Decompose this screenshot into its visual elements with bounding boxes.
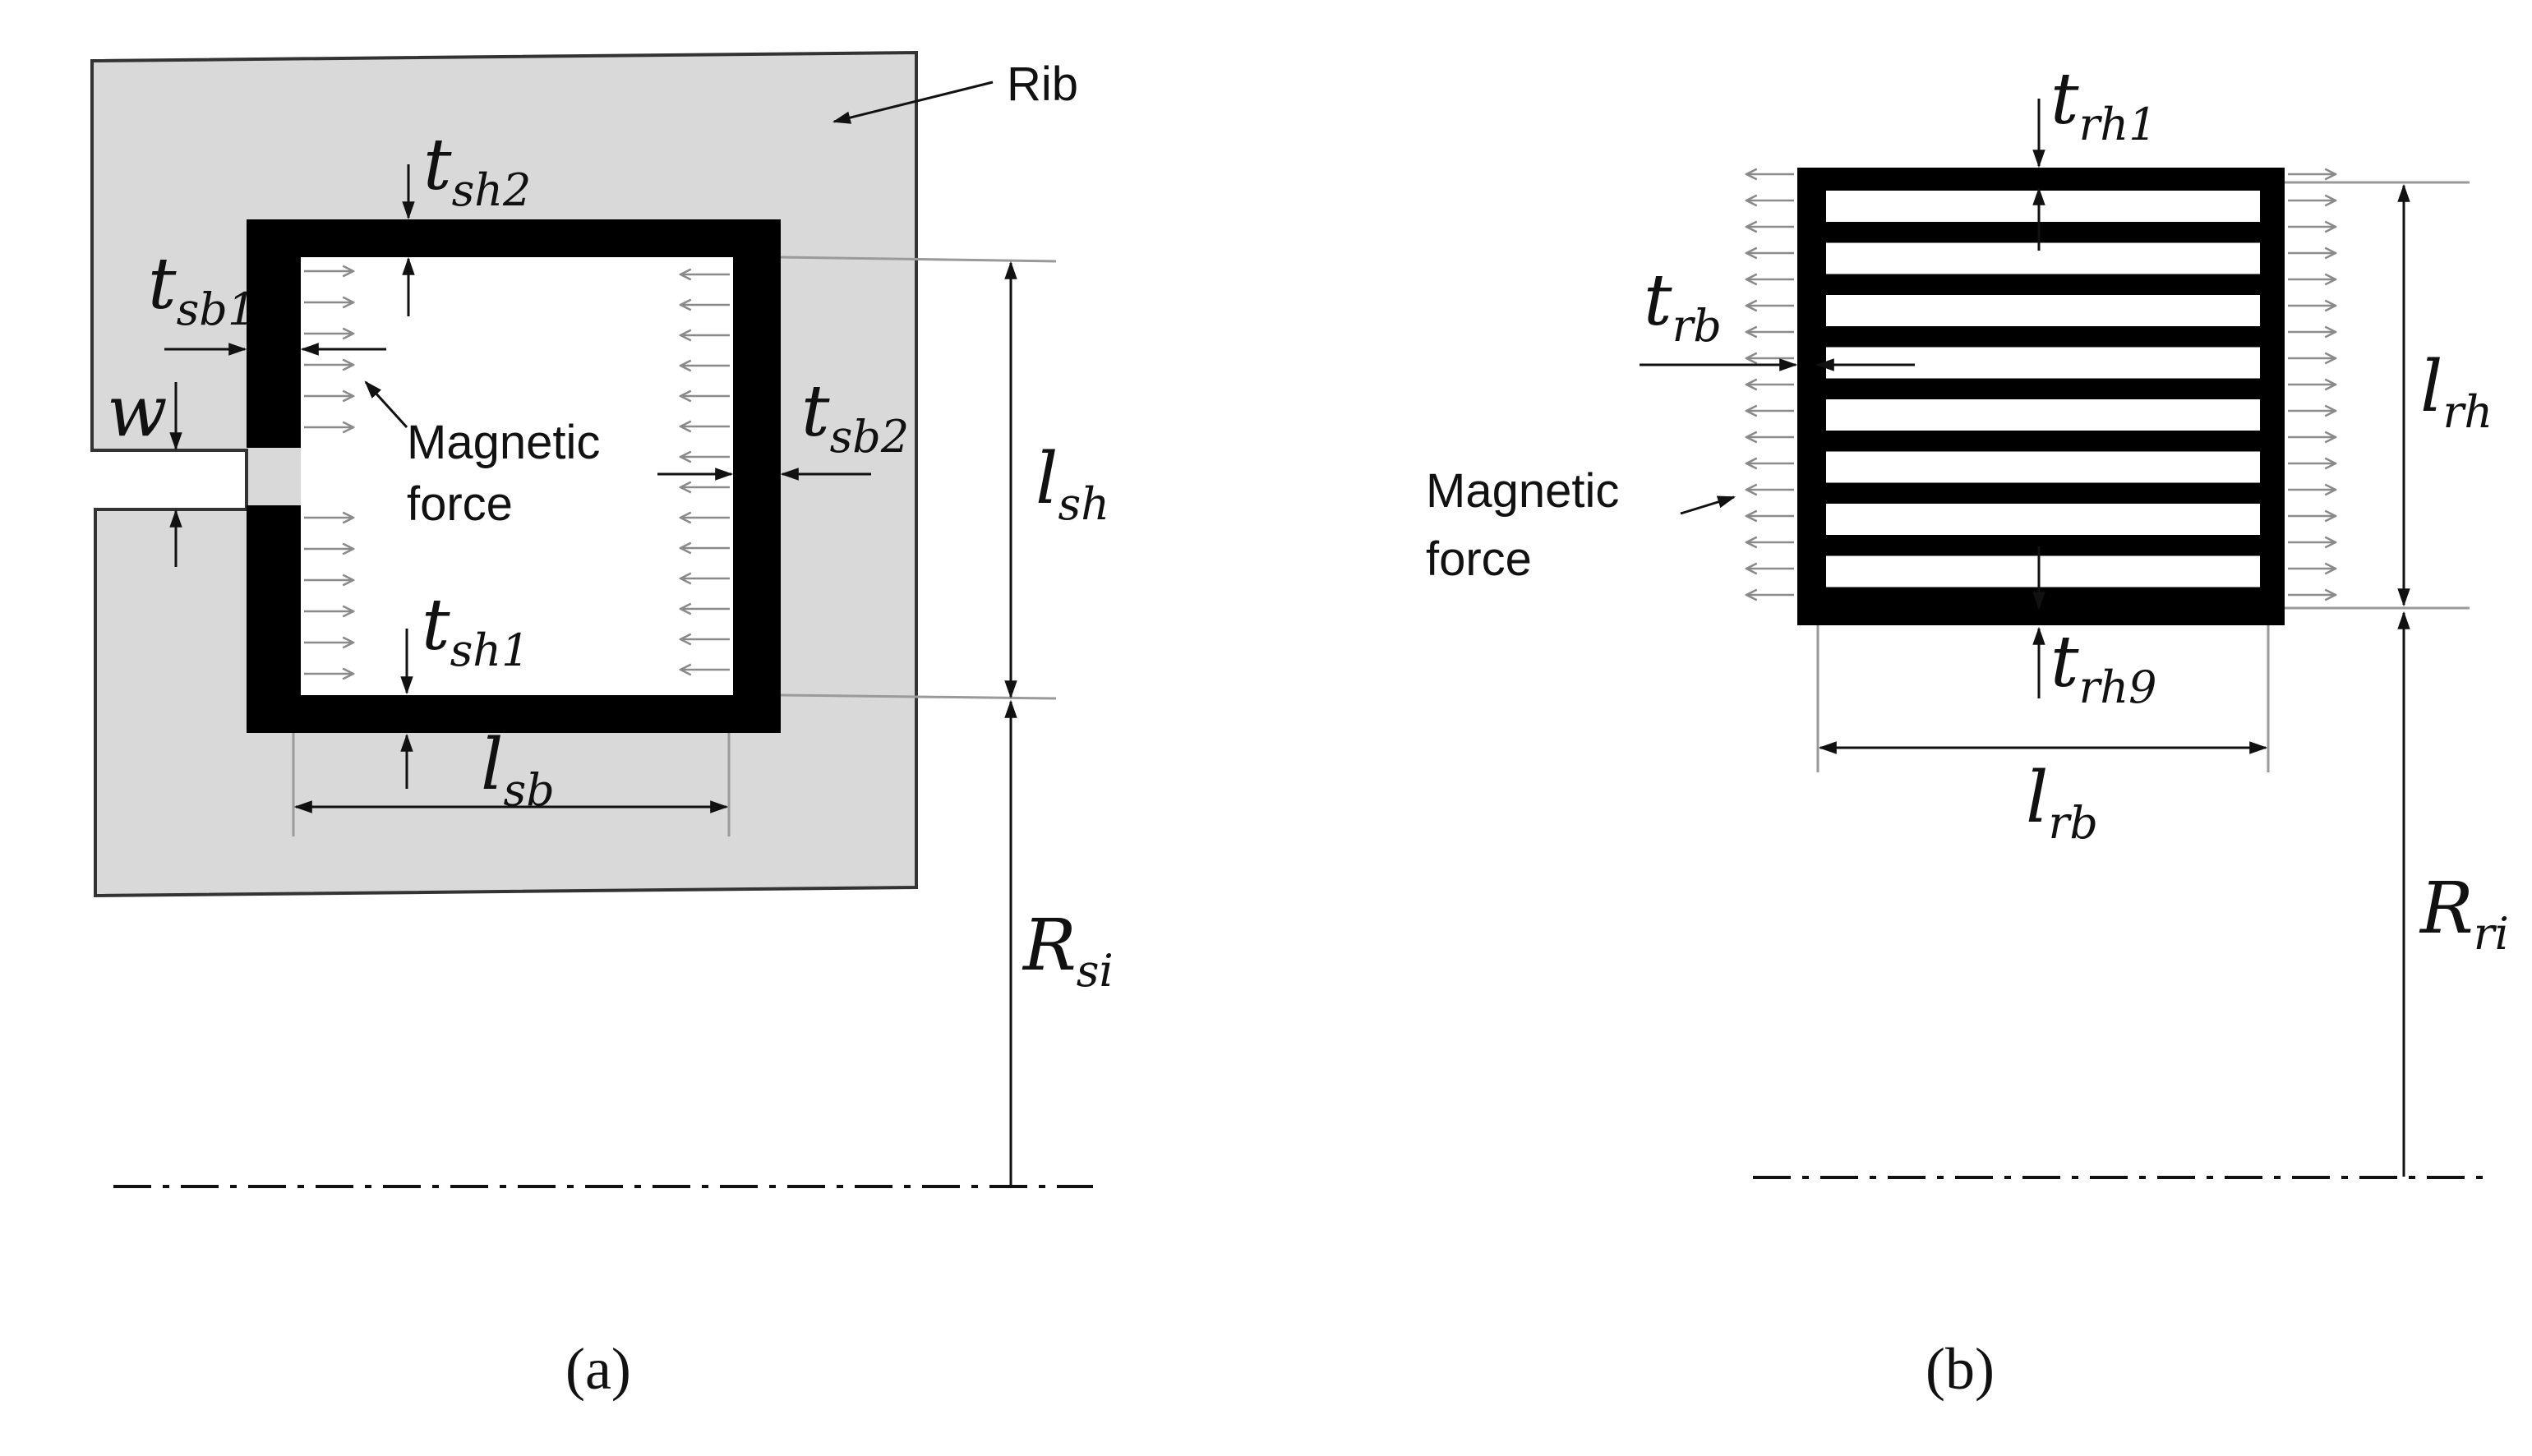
- r-ri-label: Rri: [2419, 868, 2509, 960]
- rib-label: Rib: [1007, 58, 1078, 111]
- magnetic-force-arrows-right: [680, 274, 730, 670]
- t-rh9-label: trh9: [2050, 621, 2157, 713]
- rotor-slot: [1826, 295, 2260, 326]
- t-sb1-label: tsb1: [148, 243, 256, 335]
- magnetic-force-arrows-left-bottom: [304, 518, 353, 674]
- caption-a: (a): [565, 1336, 631, 1402]
- t-sh2-label: tsh2: [423, 124, 531, 216]
- t-rb-label: trb: [1644, 260, 1722, 352]
- t-sb2-label: tsb2: [801, 371, 909, 463]
- slot-window: [301, 257, 733, 695]
- stator-conductor: [247, 219, 781, 733]
- l-sh-ext-top: [780, 256, 1057, 263]
- magnetic-force-label-b: Magnetic force: [1426, 464, 1632, 586]
- magnetic-force-arrows-right-b: [2288, 174, 2336, 595]
- l-sb-label: lsb: [481, 724, 555, 816]
- rib-leader: [832, 81, 994, 124]
- l-sh-label: lsh: [1035, 438, 1109, 530]
- l-rb-label: lrb: [2026, 757, 2098, 849]
- w-label: w: [107, 371, 168, 453]
- rotor-slot: [1826, 242, 2260, 274]
- t-sh1-label: tsh1: [422, 584, 529, 676]
- magnetic-force-arrows-left-top: [304, 271, 353, 427]
- rotor-slot: [1826, 399, 2260, 431]
- rotor-slot: [1826, 191, 2260, 222]
- l-rh-label: lrh: [2420, 346, 2493, 438]
- rotor-slot: [1826, 451, 2260, 483]
- panel-a: Rib tsh2 tsb1 w Magnetic force tsb2: [90, 50, 1114, 1402]
- magnetic-force-leader-b: [1680, 495, 1736, 515]
- magnetic-force-arrows-left-b: [1746, 174, 1794, 595]
- t-rh1-label: trh1: [2050, 58, 2157, 150]
- caption-b: (b): [1926, 1336, 1995, 1402]
- rotor-slot: [1826, 555, 2260, 587]
- magnetic-force-label-a: Magnetic force: [407, 416, 613, 531]
- rotor-slot: [1826, 347, 2260, 379]
- magnetic-force-leader-a: [364, 380, 408, 429]
- r-si-label: Rsi: [1022, 905, 1114, 997]
- panel-b: trh1 trb Magnetic force lrh trh9: [1426, 58, 2509, 1402]
- rotor-slot: [1826, 504, 2260, 535]
- rotor-slots: [1826, 191, 2260, 587]
